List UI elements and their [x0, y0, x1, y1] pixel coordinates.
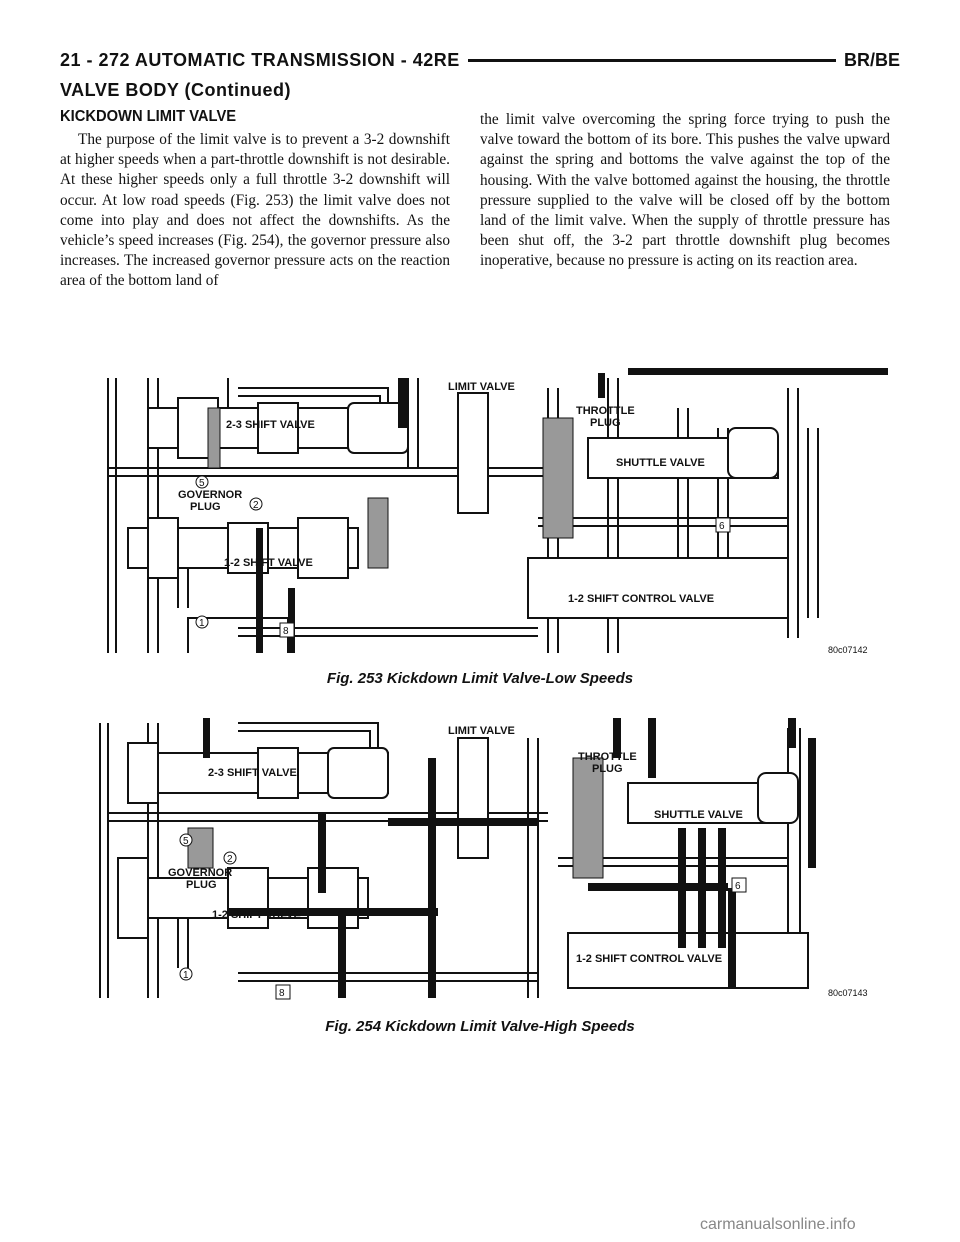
fig253-callout-2: 2: [253, 500, 259, 511]
fig254-throttle-plug-label: PLUG: [592, 763, 623, 775]
fig254-callout-5: 5: [183, 836, 189, 847]
fig254-throttle-label: THROTTLE: [578, 751, 637, 763]
continued-heading: VALVE BODY (Continued): [60, 80, 291, 100]
fig253-governor-label: GOVERNOR: [178, 489, 242, 501]
fig253-throttle-plug-label: PLUG: [590, 417, 621, 429]
page-header: 21 - 272 AUTOMATIC TRANSMISSION - 42RE B…: [60, 50, 900, 72]
figure-254-diagram: LIMIT VALVE THROTTLE PLUG 2-3 SHIFT VALV…: [99, 718, 868, 1000]
body-text-left: The purpose of the limit valve is to pre…: [60, 131, 450, 290]
fig253-1-2-shift-control-valve-label: 1-2 SHIFT CONTROL VALVE: [568, 593, 714, 605]
fig253-callout-1: 1: [199, 618, 205, 629]
fig253-throttle-label: THROTTLE: [576, 405, 635, 417]
watermark: carmanualsonline.info: [700, 1216, 856, 1233]
fig254-callout-2: 2: [227, 854, 233, 865]
fig253-2-3-shift-valve-label: 2-3 SHIFT VALVE: [226, 419, 315, 431]
fig253-code: 80c07142: [828, 645, 868, 655]
fig253-1-2-shift-valve-label: 1-2 SHIFT VALVE: [224, 557, 313, 569]
body-text-right: the limit valve overcoming the spring fo…: [480, 111, 890, 270]
section-title: KICKDOWN LIMIT VALVE: [60, 108, 237, 125]
fig254-1-2-shift-control-valve-label: 1-2 SHIFT CONTROL VALVE: [576, 953, 722, 965]
fig254-limit-valve-label: LIMIT VALVE: [448, 725, 515, 737]
fig253-callout-8: 8: [283, 626, 289, 637]
fig254-callout-1: 1: [183, 970, 189, 981]
fig254-code: 80c07143: [828, 988, 868, 998]
fig254-callout-8: 8: [279, 988, 285, 999]
fig253-callout-6: 6: [719, 521, 725, 532]
fig254-2-3-shift-valve-label: 2-3 SHIFT VALVE: [208, 767, 297, 779]
fig254-governor-plug-label: PLUG: [186, 879, 217, 891]
header-section-title: 21 - 272 AUTOMATIC TRANSMISSION - 42RE: [60, 50, 468, 71]
figure-253-caption: Fig. 253 Kickdown Limit Valve-Low Speeds: [326, 670, 634, 687]
fig254-1-2-shift-valve-label: 1-2 SHIFT VALVE: [212, 909, 301, 921]
fig253-limit-valve-label: LIMIT VALVE: [448, 381, 515, 393]
fig253-callout-5: 5: [199, 478, 205, 489]
figure-254-caption: Fig. 254 Kickdown Limit Valve-High Speed…: [325, 1018, 635, 1035]
figure-253-diagram: LIMIT VALVE THROTTLE PLUG 2-3 SHIFT VALV…: [107, 368, 888, 655]
fig254-shuttle-valve-label: SHUTTLE VALVE: [654, 809, 743, 821]
fig254-callout-6: 6: [735, 881, 741, 892]
header-model: BR/BE: [835, 50, 900, 71]
fig254-governor-label: GOVERNOR: [168, 867, 232, 879]
header-rule: [60, 59, 900, 62]
fig253-governor-plug-label: PLUG: [190, 501, 221, 513]
fig253-shuttle-valve-label: SHUTTLE VALVE: [616, 457, 705, 469]
